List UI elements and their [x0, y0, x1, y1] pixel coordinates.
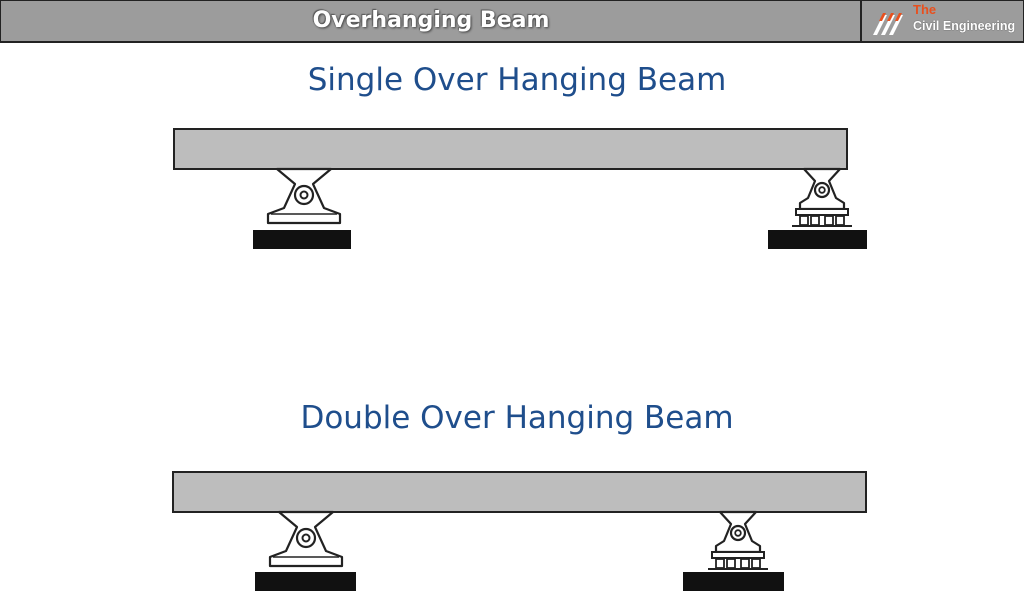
slanted-stripes-logo-icon: [873, 13, 903, 35]
single-overhanging-title: Single Over Hanging Beam: [307, 62, 727, 98]
foundation-block: [255, 572, 356, 591]
double-overhanging-diagram: [172, 471, 867, 591]
single-overhanging-diagram: [173, 128, 867, 249]
pin-support-icon: [268, 510, 344, 568]
roller-support-icon: [790, 167, 854, 228]
site-logo[interactable]: The Civil Engineering: [863, 1, 1023, 41]
header-bar: Overhanging Beam The Civil Engineering: [0, 0, 1024, 43]
foundation-block: [683, 572, 784, 591]
header-divider: [860, 1, 862, 41]
logo-text-name: Civil Engineering: [913, 19, 1016, 33]
foundation-block: [253, 230, 351, 249]
beam: [172, 471, 867, 513]
logo-text-the: The: [913, 2, 937, 17]
foundation-block: [768, 230, 867, 249]
roller-support-icon: [706, 510, 770, 571]
double-overhanging-title: Double Over Hanging Beam: [300, 400, 734, 436]
header-title: Overhanging Beam: [312, 8, 550, 33]
beam: [173, 128, 848, 170]
pin-support-icon: [266, 167, 342, 225]
